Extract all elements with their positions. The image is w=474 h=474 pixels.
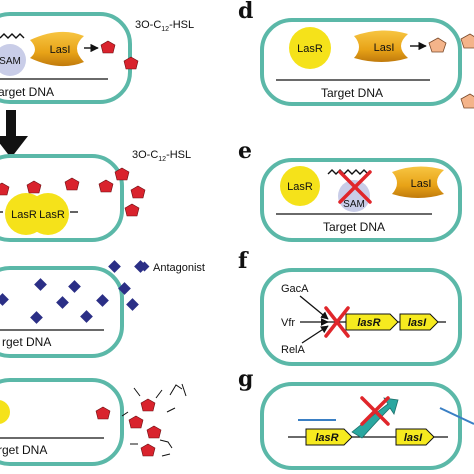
hsl-signal [0, 182, 10, 196]
panel-f: f GacA Vfr RelA lasR lasI [238, 248, 462, 366]
degraded-hsl-cluster [121, 383, 187, 457]
hsl-signal-outside [130, 185, 146, 199]
hsl-signal-outside [114, 167, 130, 181]
panel-bottom-left: rget DNA [0, 378, 187, 466]
lasr-label: LasR [297, 43, 323, 55]
panel-letter-e: e [238, 138, 252, 164]
lasi-label: LasI [50, 44, 71, 56]
lasi-enzyme [30, 31, 84, 67]
antagonist-molecule [34, 278, 47, 291]
antagonist-molecule [30, 311, 43, 324]
target-dna-label: arget DNA [0, 85, 54, 99]
acyl-chain [0, 33, 25, 39]
lasi-label: LasI [411, 178, 432, 190]
inhibition-x [338, 170, 372, 204]
hsl-label: 3O-C12-HSL [135, 19, 194, 33]
hsl-signal [98, 179, 114, 193]
sam-label: SAM [343, 199, 365, 210]
sam-molecule [0, 44, 26, 76]
panel-g: g lasR lasI [238, 366, 474, 470]
gene-lasi [399, 313, 439, 331]
regulation-arrow [301, 325, 329, 344]
cell-membrane [0, 154, 124, 242]
antisense-rna-outside [439, 407, 474, 425]
cell-membrane [0, 266, 124, 358]
hsl-signal-outside [124, 203, 140, 217]
lasr-protein [0, 400, 10, 424]
lasi-label: LasI [374, 42, 395, 54]
hsl-signal [26, 180, 42, 194]
acyl-chain [327, 169, 369, 175]
hsl-signal [95, 406, 111, 420]
panel-e: e LasR SAM LasI Target DNA [238, 138, 462, 242]
hsl-analog-outside [460, 93, 474, 109]
gene-lasr-label: lasR [357, 317, 380, 329]
transition-arrow [0, 110, 28, 158]
panel-d: d LasR LasI Target DNA [238, 0, 474, 109]
sam-molecule [338, 180, 370, 212]
lasr-label: LasR [287, 181, 313, 193]
regulator-rela: RelA [281, 344, 306, 356]
hsl-analog-outside [460, 33, 474, 49]
lasr-protein [27, 193, 69, 235]
lasr-protein [280, 166, 320, 206]
antagonist-molecule [80, 310, 93, 323]
cell-membrane [0, 378, 124, 466]
panel-letter-g: g [238, 366, 253, 392]
panel-letter-f: f [238, 248, 249, 274]
hsl-signal [64, 177, 80, 191]
inhibition-x [324, 306, 350, 338]
inhibition-x [360, 396, 390, 426]
panel-letter-d: d [238, 0, 253, 24]
gene-lasi-label: lasI [404, 432, 423, 444]
antagonist-molecule [68, 280, 81, 293]
target-dna-label: rget DNA [0, 443, 47, 457]
target-dna-label: Target DNA [321, 86, 383, 100]
panel-b: LasR LasR 3O-C12-HSL [0, 149, 191, 242]
antagonist-molecule [126, 298, 139, 311]
panel-c: rget DNA Antagonist [0, 260, 205, 358]
antagonist-molecule [56, 296, 69, 309]
antagonist-legend-icon [139, 261, 150, 272]
lasr-label: LasR [11, 209, 37, 221]
antagonist-molecule [118, 282, 131, 295]
regulation-arrow [299, 295, 329, 320]
hsl-signal [100, 40, 116, 54]
lasr-label: LasR [39, 209, 65, 221]
panel-a: SAM LasI arget DNA 3O-C12-HSL [0, 12, 194, 104]
cell-membrane [260, 158, 462, 242]
target-dna-label: rget DNA [2, 335, 51, 349]
antagonist-label: Antagonist [153, 262, 205, 274]
lasi-enzyme [392, 166, 444, 198]
gene-lasi-label: lasI [408, 317, 427, 329]
antagonist-molecule [0, 293, 9, 306]
lasi-enzyme [354, 30, 408, 62]
cell-membrane [260, 268, 462, 366]
antagonist-molecule [96, 294, 109, 307]
lasr-protein [289, 27, 331, 69]
gene-lasi [395, 428, 435, 446]
regulation-curved-arrow [351, 397, 399, 439]
hsl-label: 3O-C12-HSL [132, 149, 191, 163]
regulator-vfr: Vfr [281, 317, 295, 329]
regulator-gaca: GacA [281, 283, 309, 295]
hsl-analog-signal [428, 37, 447, 53]
sam-label: SAM [0, 56, 21, 67]
cell-membrane [260, 18, 462, 106]
gene-lasr [305, 428, 353, 446]
target-dna-label: Target DNA [323, 220, 385, 234]
antagonist-molecule [108, 260, 121, 273]
gene-lasr [345, 313, 399, 331]
gene-lasr-label: lasR [315, 432, 338, 444]
cell-membrane [260, 382, 462, 470]
hsl-signal-outside [123, 56, 139, 70]
